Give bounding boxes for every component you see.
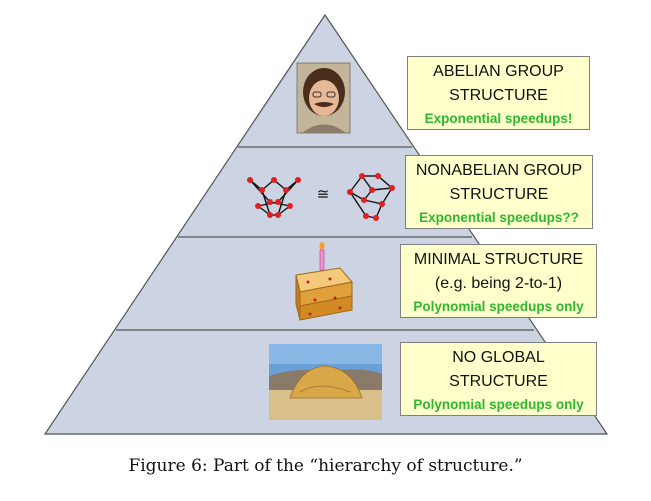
level-title-line: STRUCTURE [449, 87, 548, 104]
level-speedup: Exponential speedups?? [419, 210, 579, 225]
level-label-no-global: NO GLOBAL STRUCTURE Polynomial speedups … [400, 342, 597, 416]
level-label-minimal: MINIMAL STRUCTURE (e.g. being 2-to-1) Po… [400, 244, 597, 318]
level-title-line: NO GLOBAL [452, 349, 545, 366]
level-title-line: (e.g. being 2-to-1) [434, 275, 563, 292]
level-label-nonabelian: NONABELIAN GROUP STRUCTURE Exponential s… [405, 155, 593, 229]
level-title-line: STRUCTURE [449, 186, 549, 203]
isomorphism-symbol: ≅ [317, 185, 330, 203]
cake-slice-image [295, 242, 353, 321]
level-title-line: ABELIAN GROUP [433, 63, 564, 80]
level-title-line: NONABELIAN GROUP [415, 162, 583, 179]
graph-right [347, 173, 395, 221]
haystack-landscape-image [269, 344, 382, 420]
person-photo [296, 62, 351, 134]
level-speedup: Polynomial speedups only [413, 299, 584, 314]
level-title-line: MINIMAL STRUCTURE [413, 251, 584, 268]
level-speedup: Exponential speedups! [424, 111, 573, 126]
level-label-abelian: ABELIAN GROUP STRUCTURE Exponential spee… [407, 56, 590, 130]
level-title-line: STRUCTURE [449, 373, 548, 390]
figure-caption: Figure 6: Part of the “hierarchy of stru… [128, 456, 523, 476]
graph-left [247, 177, 301, 218]
level-speedup: Polynomial speedups only [413, 397, 584, 412]
